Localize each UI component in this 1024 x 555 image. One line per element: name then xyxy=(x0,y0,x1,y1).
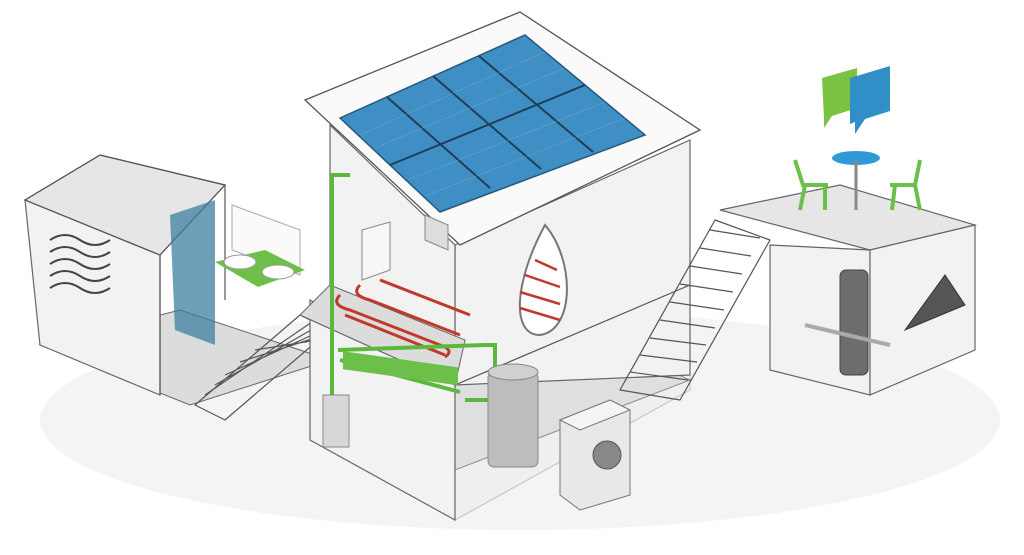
floor-heating-pipes xyxy=(335,278,471,359)
right-cube xyxy=(719,66,978,396)
stairs-right xyxy=(619,219,771,401)
water-tank-icon xyxy=(322,363,539,468)
shower-glass xyxy=(170,200,215,345)
heat-pump-icon xyxy=(558,399,632,511)
radiator-icon xyxy=(361,214,449,281)
water-tank-icon xyxy=(804,269,891,376)
main-house xyxy=(299,11,702,522)
sink-icon xyxy=(215,204,305,287)
chat-bubbles-icon xyxy=(822,66,890,134)
table-and-chairs-icon xyxy=(793,151,922,211)
solar-panel-icon xyxy=(338,34,647,213)
water-drop-icon xyxy=(518,223,568,337)
bathroom-cube xyxy=(23,154,332,421)
radiator-icon xyxy=(49,234,111,294)
